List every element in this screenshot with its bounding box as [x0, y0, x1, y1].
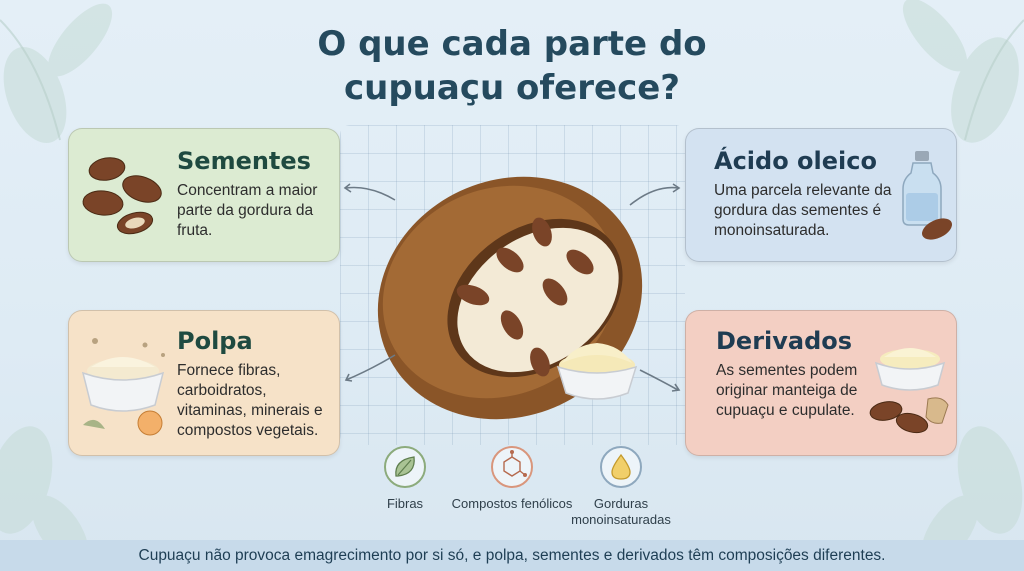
- card-derivados-heading: Derivados: [716, 327, 853, 355]
- feature-gorduras-label: Gorduras monoinsaturadas: [571, 496, 671, 527]
- card-sementes: Sementes Concentram a maior parte da gor…: [68, 128, 340, 262]
- feature-compostos-fenolicos: Compostos fenólicos: [447, 446, 577, 512]
- butter-and-seeds-icon: [869, 348, 949, 434]
- card-derivados: Derivados As sementes podem originar man…: [685, 310, 957, 456]
- oil-drop-icon: [600, 446, 642, 488]
- seeds-icon: [82, 157, 162, 235]
- molecule-icon: [491, 446, 533, 488]
- title-line-1: O que cada parte do: [317, 24, 707, 64]
- title-line-2: cupuaçu oferece?: [343, 68, 680, 108]
- feature-fibras-label: Fibras: [386, 496, 424, 511]
- footer-disclaimer: Cupuaçu não provoca emagrecimento por si…: [0, 540, 1024, 571]
- card-derivados-text: As sementes podem originar manteiga de c…: [716, 362, 858, 419]
- card-acido-heading: Ácido oleico: [714, 147, 877, 175]
- oil-bottle-icon: [902, 151, 952, 240]
- card-polpa: Polpa Fornece fibras, carboidratos, vita…: [68, 310, 340, 456]
- card-sementes-text: Concentram a maior parte da gordura da f…: [177, 182, 318, 239]
- card-acido-text: Uma parcela relevante da gordura das sem…: [714, 182, 892, 239]
- card-acido-oleico: Ácido oleico Uma parcela relevante da go…: [685, 128, 957, 262]
- card-polpa-text: Fornece fibras, carboidratos, vitaminas,…: [177, 362, 323, 439]
- card-polpa-heading: Polpa: [177, 327, 253, 355]
- feature-gorduras-monoinsaturadas: Gorduras monoinsaturadas: [556, 446, 686, 528]
- page-title: O que cada parte do cupuaçu oferece?: [0, 22, 1024, 110]
- butter-bowl-icon: [556, 343, 638, 400]
- card-sementes-heading: Sementes: [177, 147, 311, 175]
- feature-fibras: Fibras: [340, 446, 470, 512]
- leaf-icon: [384, 446, 426, 488]
- pulp-bowl-icon: [81, 338, 165, 436]
- feature-compostos-label: Compostos fenólicos: [451, 496, 573, 511]
